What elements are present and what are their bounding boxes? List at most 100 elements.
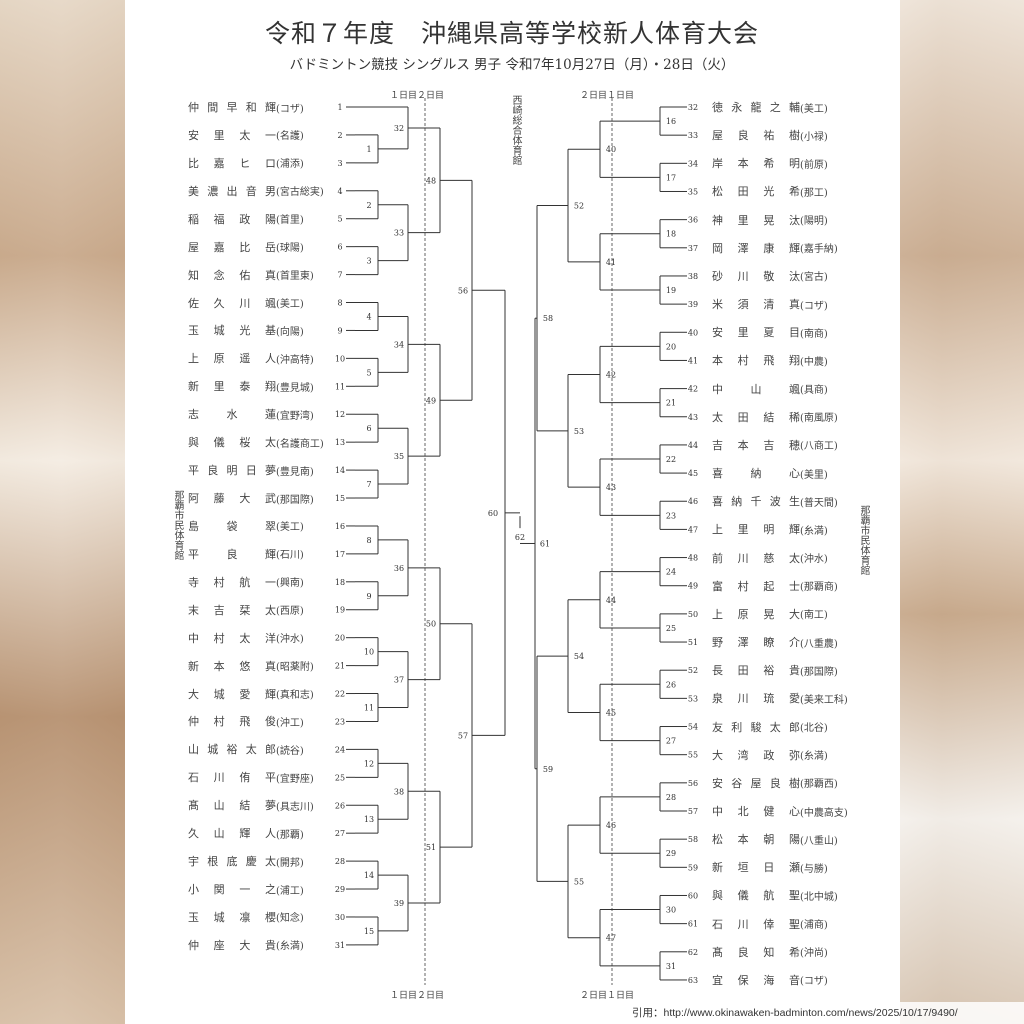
player-number: 49 [688,582,698,591]
match-number: 26 [666,680,676,689]
player-name: 野澤瞭介 [712,636,800,650]
player-school: (コザ) [800,976,828,988]
match-number: 34 [394,340,404,349]
player-row: 佐久川颯(美工) [188,295,334,311]
player-row: 知念佑真(首里東) [188,267,334,283]
player-school: (浦商) [800,920,828,932]
player-school: (那覇商) [800,582,838,594]
player-school: (与勝) [800,863,828,875]
match-number: 59 [543,765,553,774]
player-school: (美里) [800,469,828,481]
match-number: 12 [364,759,374,768]
day-label-right-bottom: ２日目１日目 [580,991,635,1001]
player-school: (コザ) [800,300,828,312]
player-name: 岸本希明 [712,157,800,171]
match-number: 53 [574,427,584,436]
match-number: 36 [394,564,404,573]
player-name: 與儀桜太 [188,436,276,450]
player-number: 28 [335,857,345,866]
player-school: (昭薬附) [276,662,314,674]
player-school: (開邦) [276,857,304,869]
player-row: 稲福政陽(首里) [188,211,334,227]
player-row: 徳永龍之輔(美工) [712,99,858,115]
player-name: 喜納千波生 [712,495,800,509]
player-row: 仲座大貴(糸満) [188,937,334,953]
player-school: (八重農) [800,638,838,650]
player-name: 石川倖聖 [712,917,800,931]
player-school: (陽明) [800,216,828,228]
player-number: 56 [688,779,698,788]
player-number: 38 [688,272,698,281]
player-row: 吉本吉穂(八商工) [712,437,858,453]
match-number: 5 [366,368,371,377]
match-number: 55 [574,877,584,886]
match-number: 13 [364,815,374,824]
player-row: 岡澤康輝(嘉手納) [712,240,858,256]
player-number: 48 [688,554,698,563]
player-row: 久山輝人(那覇) [188,825,334,841]
player-row: 安里夏目(南商) [712,324,858,340]
match-number: 23 [666,511,676,520]
player-number: 2 [337,131,342,140]
player-name: 中村太洋 [188,631,276,645]
player-name: 本村飛翔 [712,354,800,368]
match-number: 50 [426,620,436,629]
player-school: (糸満) [800,751,828,763]
player-name: 新本悠真 [188,659,276,673]
player-row: 中北健心(中農高支) [712,803,858,819]
match-number: 45 [606,708,616,717]
player-school: (球陽) [276,243,304,255]
match-number: 56 [458,286,468,295]
player-school: (首里) [276,215,304,227]
match-number: 42 [606,371,616,380]
player-name: 玉城凛櫻 [188,910,276,924]
player-school: (北谷) [800,723,828,735]
player-name: 大湾政弥 [712,748,800,762]
match-number: 27 [666,737,676,746]
player-number: 3 [337,159,342,168]
match-number: 40 [606,145,616,154]
player-name: 新垣日瀬 [712,861,800,875]
match-number: 10 [364,648,374,657]
player-name: 長田裕貴 [712,664,800,678]
player-number: 41 [688,356,698,365]
player-name: 米須清真 [712,298,800,312]
match-number: 31 [666,962,676,971]
player-number: 45 [688,469,698,478]
player-number: 42 [688,385,698,394]
match-number: 6 [366,424,371,433]
player-school: (石川) [276,550,304,562]
match-number: 60 [488,509,498,518]
day-label-right-top: ２日目１日目 [580,91,635,101]
match-number: 14 [364,871,374,880]
player-school: (糸満) [276,941,304,953]
player-row: 砂川敬汰(宮古) [712,268,858,284]
player-name: 宜保海音 [712,973,800,987]
player-number: 60 [688,891,698,900]
player-school: (中農) [800,356,828,368]
player-number: 12 [335,410,345,419]
player-name: 仲座大貴 [188,938,276,952]
player-row: 松田光希(那工) [712,183,858,199]
player-school: (宮古) [800,272,828,284]
player-name: 砂川敬汰 [712,269,800,283]
player-name: 稲福政陽 [188,212,276,226]
match-number: 4 [366,312,371,321]
player-number: 63 [688,976,698,985]
player-name: 中北健心 [712,805,800,818]
player-row: 野澤瞭介(八重農) [712,634,858,650]
player-number: 37 [688,244,698,253]
player-row: 阿藤大武(那国際) [188,490,334,506]
player-row: 中山颯(具商) [712,381,858,397]
player-school: (コザ) [276,103,304,115]
player-number: 46 [688,497,698,506]
background-left [0,0,125,1024]
match-number: 3 [366,257,371,266]
match-number: 58 [543,314,553,323]
player-number: 16 [335,522,345,531]
player-row: 比嘉ヒロ(浦添) [188,155,334,171]
player-number: 19 [335,606,345,615]
player-name: 佐久川颯 [188,296,276,310]
player-number: 22 [335,690,345,699]
player-row: 米須清真(コザ) [712,296,858,312]
